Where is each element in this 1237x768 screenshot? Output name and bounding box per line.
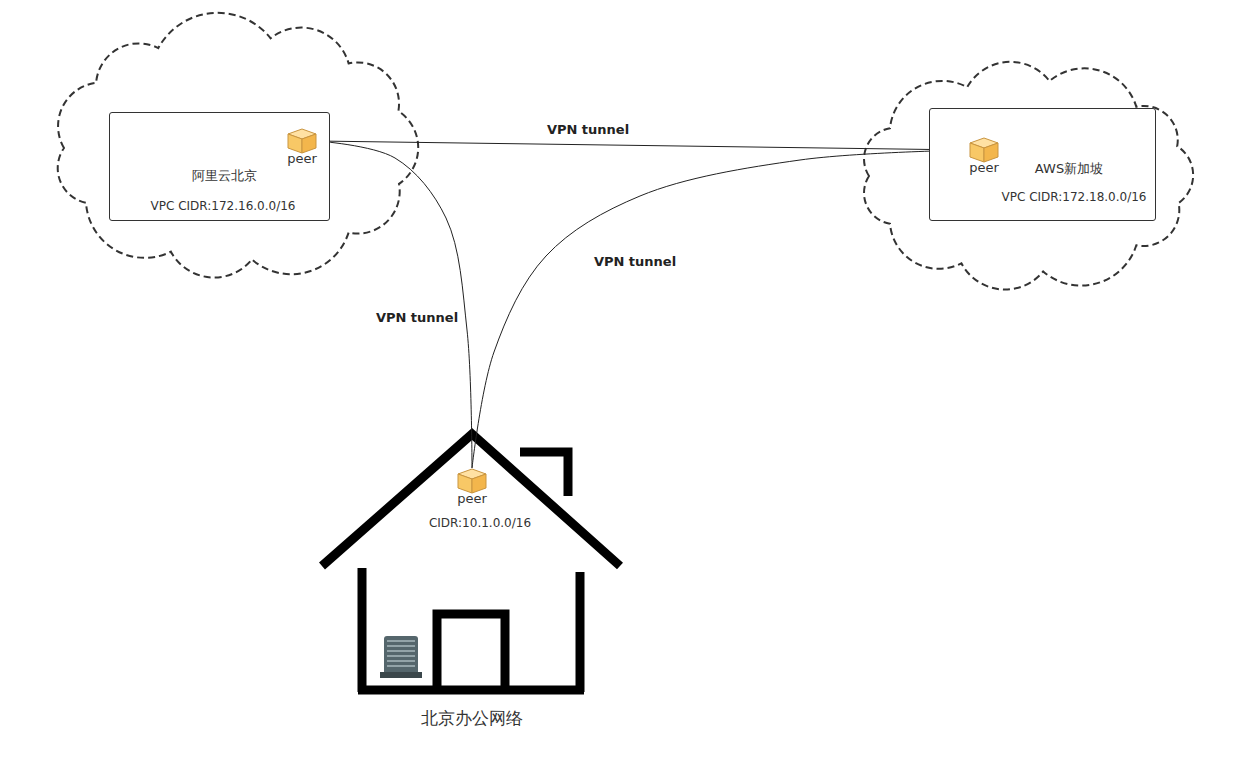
server-slot [387,655,415,657]
tunnel-label: VPN tunnel [545,122,631,137]
peer-cube-icon [969,137,999,163]
vpc-box: AWS新加坡 VPC CIDR:172.18.0.0/16peer [929,108,1156,221]
node-title: CIDR:10.1.0.0/16 [429,516,531,530]
server-slot [387,645,415,647]
house-floor [358,686,584,695]
vpn-tunnel-line [472,150,969,468]
office-network: CIDR:10.1.0.0/16 北京办公网络 peer [320,430,624,730]
house-roof [322,434,620,566]
node-detail: VPC CIDR:172.16.0.0/16 [150,199,295,213]
peer-gateway: peer [282,128,322,172]
tunnel-label: VPN tunnel [374,310,460,325]
node-detail: VPC CIDR:172.18.0.0/16 [1001,190,1146,204]
house-door [437,614,505,690]
peer-label: peer [969,160,999,176]
peer-cube-icon [287,128,317,154]
cloud-outlines [58,13,1193,290]
cloud-outline [58,13,419,278]
server-base [380,672,422,678]
server-slot [387,665,415,667]
vpn-tunnel-line [317,141,969,150]
peer-gateway: peer [452,468,492,512]
node-title: AWS新加坡 [1035,161,1103,177]
server-slot [387,650,415,652]
server-slot [387,640,415,642]
peer-label: peer [287,151,317,167]
tunnel-label: VPN tunnel [592,254,678,269]
house-wall [358,568,367,692]
vpn-tunnel-line [317,141,472,468]
server-slot [387,660,415,662]
peer-gateway: peer [964,137,1004,181]
house-chimney [520,452,568,496]
vpc-box: 阿里云北京 VPC CIDR:172.16.0.0/16 peer [109,112,330,221]
cloud-outline [864,62,1193,290]
house-outline [322,434,620,692]
server-icon [380,636,422,678]
peer-label: peer [457,491,487,507]
house-wall [576,572,585,692]
node-detail: 北京办公网络 [421,708,523,728]
peer-cube-icon [457,468,487,494]
node-title: 阿里云北京 [192,168,257,184]
server-body [384,636,418,678]
